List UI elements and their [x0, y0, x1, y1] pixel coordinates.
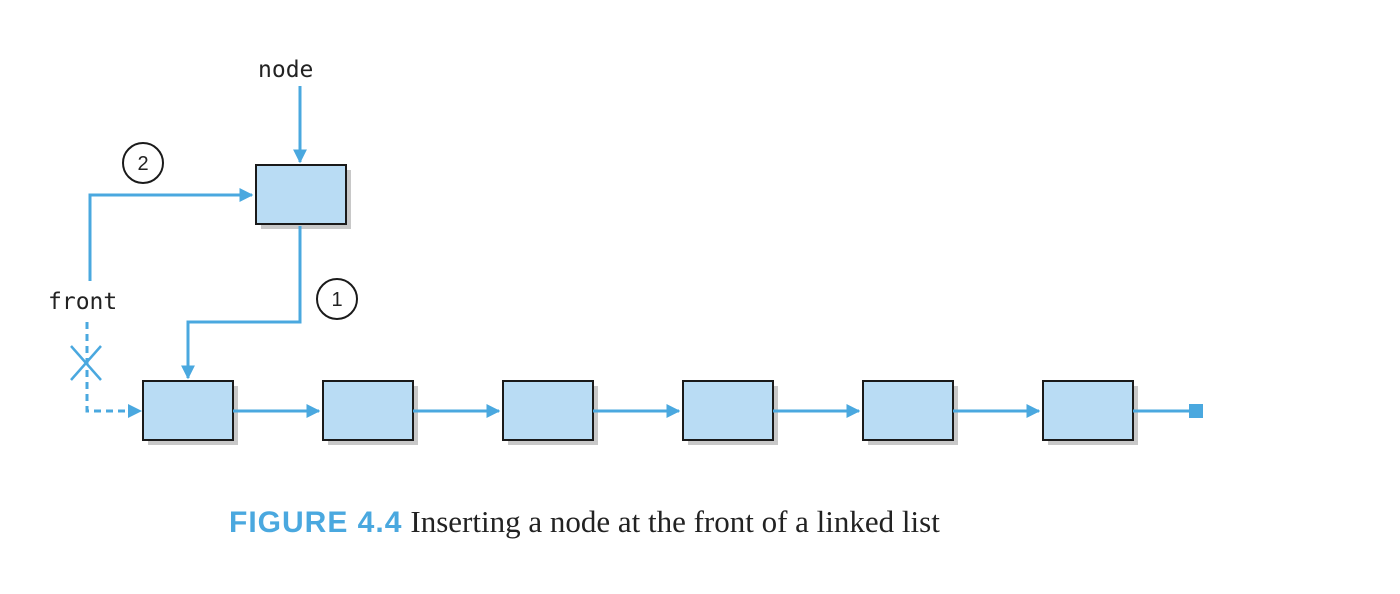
removed-link-x-mark [70, 345, 102, 381]
step2-front-to-new-node-arrow [88, 188, 254, 281]
step1-new-node-to-first-arrow [181, 226, 302, 380]
old-front-pointer-dashed [85, 322, 136, 413]
list-node-1 [142, 380, 238, 445]
front-variable-label: front [48, 289, 117, 315]
figure-number: FIGURE 4.4 [229, 506, 403, 539]
step2-badge [122, 142, 164, 184]
null-terminator-square [1189, 404, 1203, 418]
node-variable-label: node [258, 57, 313, 83]
list-node-3 [502, 380, 598, 445]
old-front-arrowhead [128, 404, 142, 418]
list-node-6 [1042, 380, 1138, 445]
new-node [255, 164, 347, 225]
step2-number: 2 [137, 153, 148, 175]
list-node-5 [862, 380, 958, 445]
list-node-4 [682, 380, 778, 445]
list-node-2 [322, 380, 418, 445]
figure-caption-text: Inserting a node at the front of a linke… [410, 504, 940, 539]
step1-badge [316, 278, 358, 320]
step1-number: 1 [331, 289, 342, 311]
